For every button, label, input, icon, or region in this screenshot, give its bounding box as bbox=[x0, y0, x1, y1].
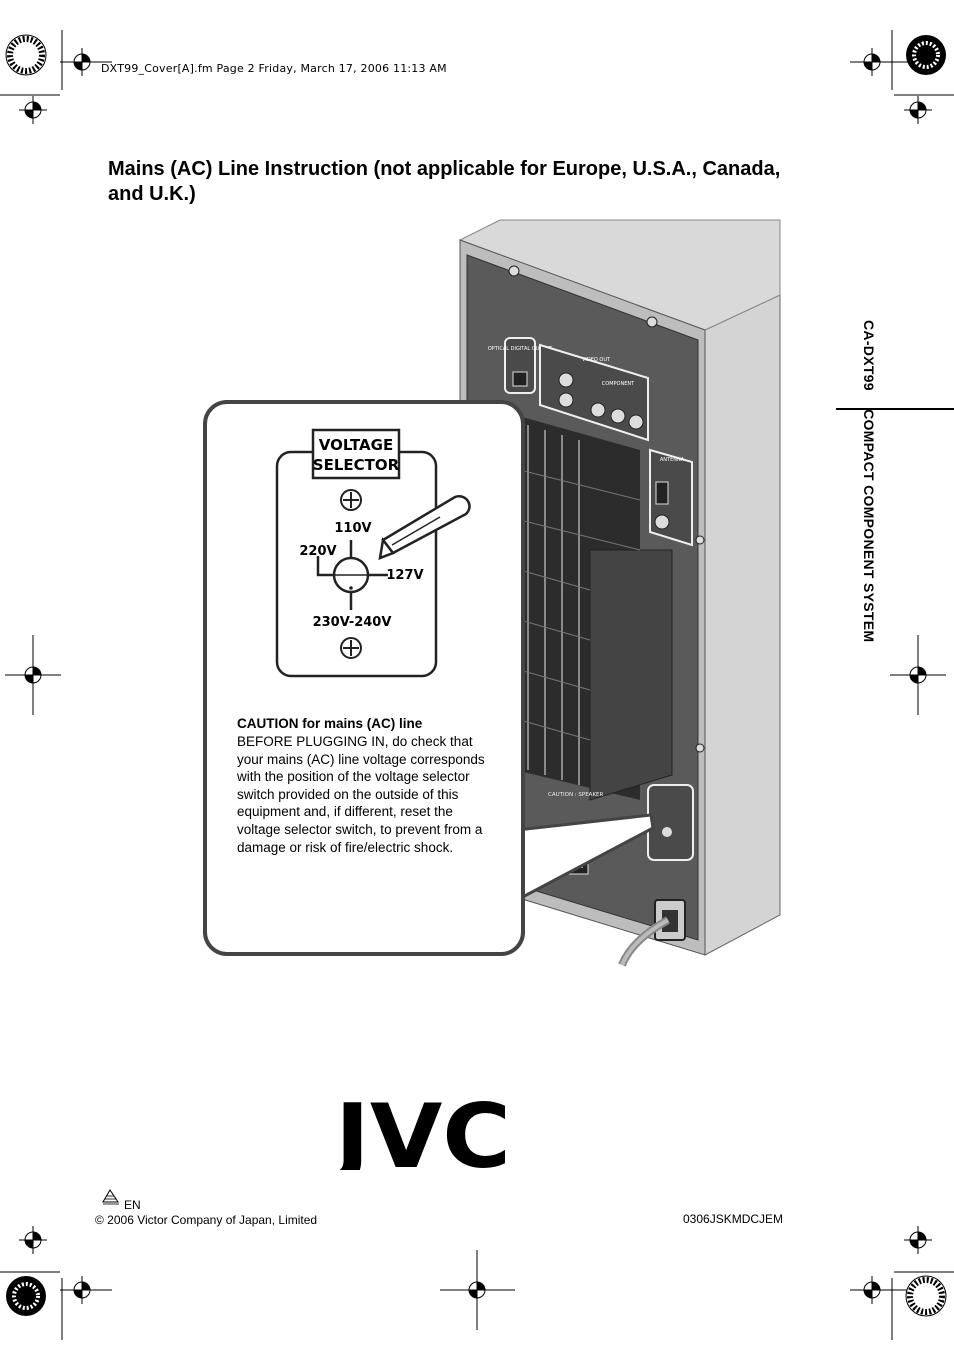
caution-speaker-label: CAUTION : SPEAKER bbox=[548, 792, 604, 798]
screwdriver-icon bbox=[378, 494, 471, 560]
file-info-header: DXT99_Cover[A].fm Page 2 Friday, March 1… bbox=[101, 62, 447, 75]
voltage-110-label: 110V bbox=[334, 521, 371, 536]
antenna-label: ANTENNA bbox=[660, 457, 685, 463]
screw-icon bbox=[340, 489, 362, 511]
video-out-label: VIDEO OUT bbox=[582, 357, 611, 363]
side-title-model: CA-DXT99 bbox=[861, 320, 877, 391]
copyright-text: © 2006 Victor Company of Japan, Limited bbox=[95, 1213, 318, 1227]
catalog-code: 0306JSKMDCJEM bbox=[683, 1212, 784, 1226]
caution-heading: CAUTION for mains (AC) line bbox=[237, 716, 423, 731]
language-code: EN bbox=[124, 1198, 141, 1212]
component-label: COMPONENT bbox=[602, 381, 635, 387]
side-title-text: COMPACT COMPONENT SYSTEM bbox=[861, 409, 877, 643]
voltage-230-240-label: 230V-240V bbox=[313, 615, 392, 630]
optical-label: OPTICAL DIGITAL OUTPUT bbox=[488, 346, 553, 352]
recycled-paper-icon bbox=[102, 1189, 119, 1205]
jvc-logo-text: JVC bbox=[333, 1098, 511, 1170]
starburst-marks bbox=[5, 34, 947, 1317]
caution-body: BEFORE PLUGGING IN, do check that your m… bbox=[237, 734, 485, 855]
side-title: CA-DXT99 COMPACT COMPONENT SYSTEM bbox=[861, 320, 877, 642]
selector-label-line1: VOLTAGE bbox=[319, 436, 393, 454]
screw-icon bbox=[340, 637, 362, 659]
voltage-220-label: 220V bbox=[299, 544, 336, 559]
side-title-rule bbox=[836, 408, 954, 410]
page-title: Mains (AC) Line Instruction (not applica… bbox=[108, 158, 781, 205]
selector-label-line2: SELECTOR bbox=[313, 456, 400, 474]
jvc-logo: JVC bbox=[333, 1098, 511, 1170]
voltage-127-label: 127V bbox=[386, 568, 423, 583]
